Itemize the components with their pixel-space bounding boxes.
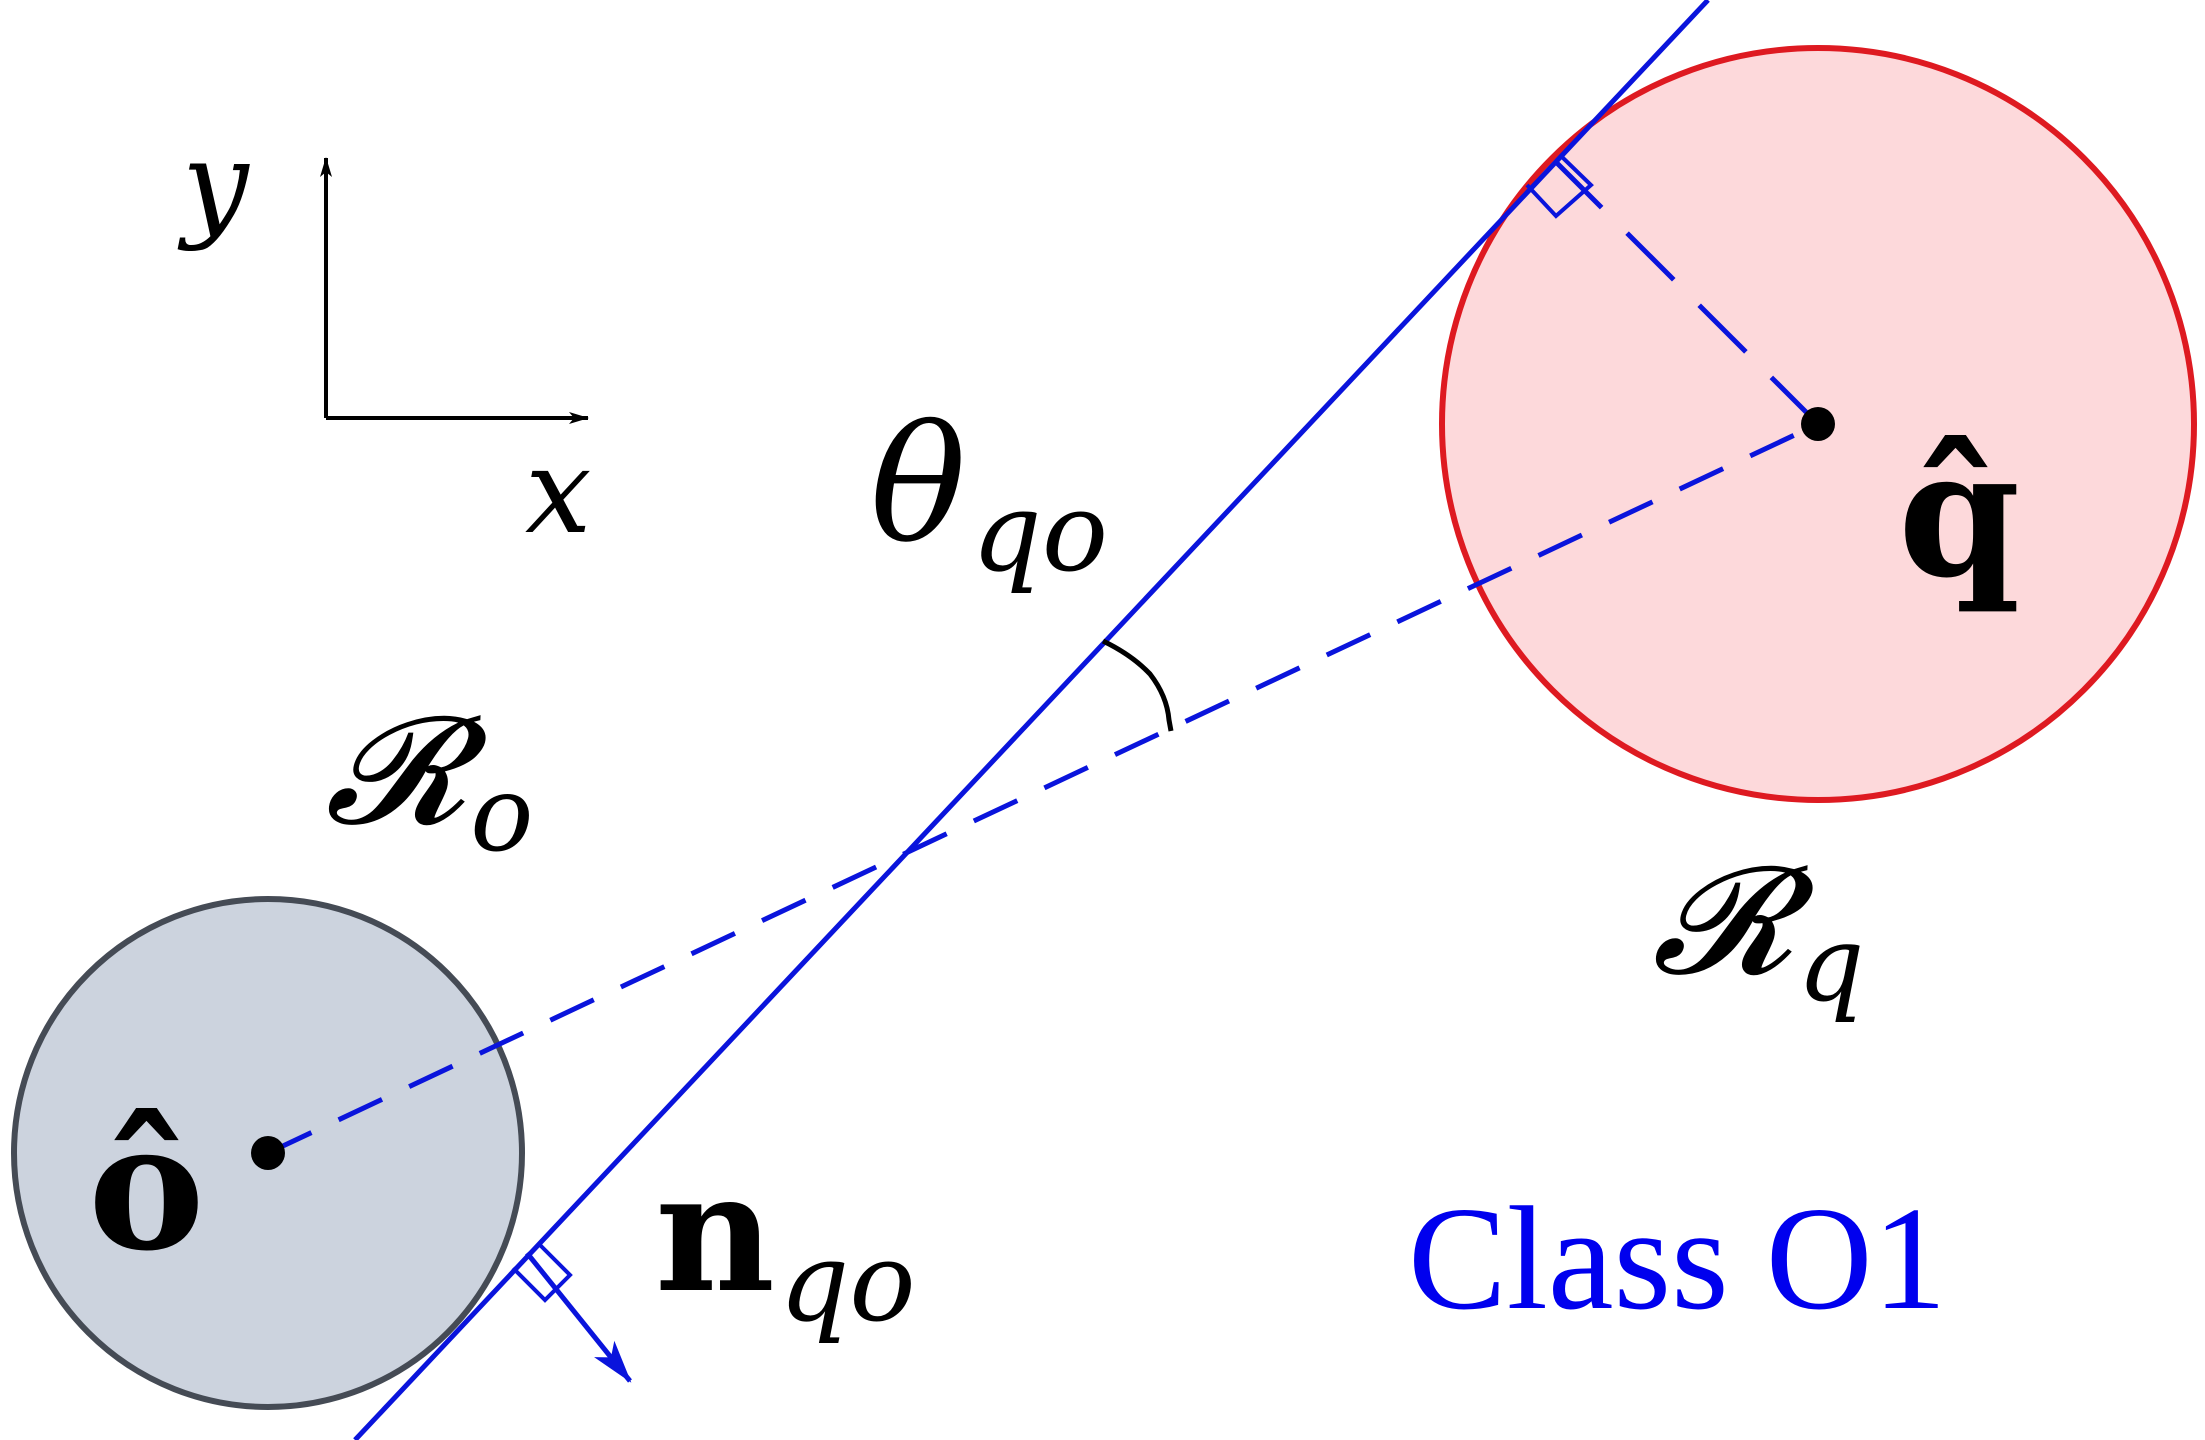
- region-o-main: 𝓡: [325, 684, 489, 858]
- region-o-label: 𝓡 o: [325, 684, 533, 875]
- region-q-sub: q: [1797, 903, 1864, 1025]
- separating-line: [353, 0, 1710, 1440]
- angle-label: θ qo: [870, 391, 1108, 596]
- normal-vector-arrow: [525, 1251, 632, 1383]
- coordinate-axes: y x: [177, 115, 592, 560]
- center-q-label: q̂: [1898, 412, 2020, 617]
- center-connecting-dashed-line: [266, 421, 1820, 1156]
- angle-arc: [1101, 638, 1174, 732]
- q-perpendicular-dashed-line: [1542, 148, 1820, 426]
- center-o-label: ô: [88, 1085, 205, 1290]
- normal-label: n qo: [655, 1135, 916, 1346]
- normal-sub: qo: [779, 1218, 916, 1346]
- x-axis-label: x: [525, 422, 592, 560]
- region-q-main: 𝓡: [1652, 834, 1816, 1008]
- region-q-label: 𝓡 q: [1652, 834, 1864, 1025]
- region-o-sub: o: [470, 753, 533, 875]
- normal-main: n: [655, 1135, 775, 1329]
- y-axis-label: y: [177, 115, 250, 253]
- angle-sub: qo: [971, 468, 1108, 596]
- right-angle-marker-q: [1525, 154, 1594, 219]
- center-o-point: [251, 1136, 285, 1170]
- center-q-point: [1801, 407, 1835, 441]
- right-angle-marker-o: [511, 1243, 573, 1303]
- angle-main: θ: [870, 391, 966, 578]
- class-label: Class O1: [1408, 1177, 1947, 1341]
